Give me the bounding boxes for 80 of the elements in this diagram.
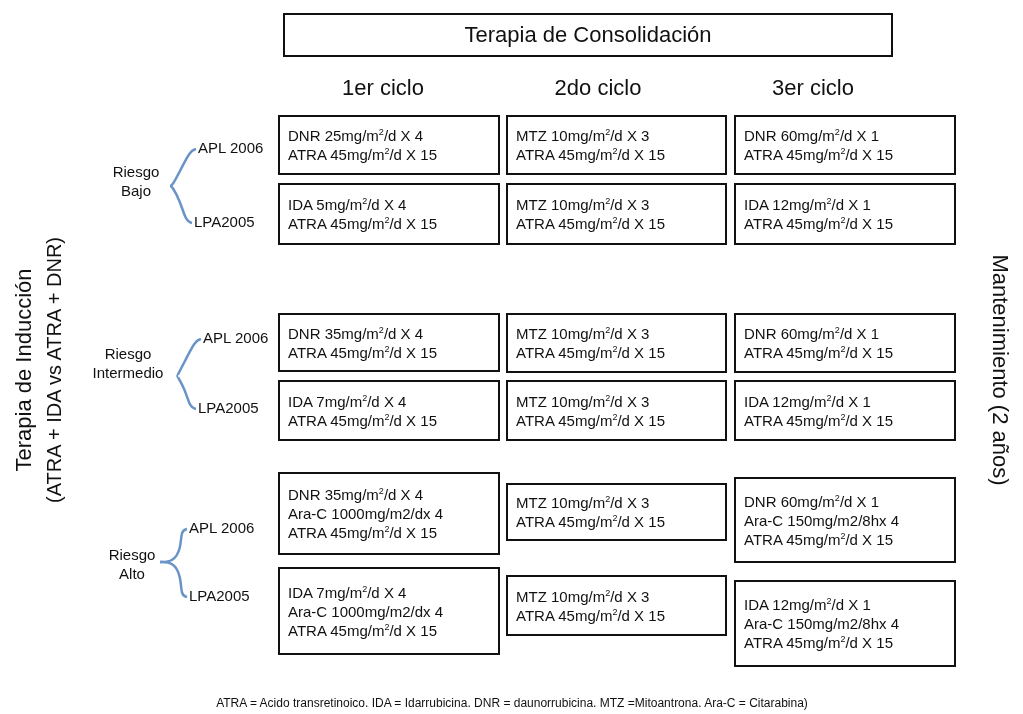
- dose-line: ATRA 45mg/m$^{2}$/d X 15: [516, 145, 666, 164]
- dose-line: MTZ 10mg/m$^{2}$/d X 3: [516, 324, 651, 343]
- dose-line: ATRA 45mg/m$^{2}$/d X 15: [288, 214, 438, 233]
- branch-line: [169, 147, 197, 188]
- regimen-box: [278, 380, 500, 441]
- vertical-heading: Mantenimiento (2 años): [987, 254, 1013, 486]
- dose-line: ATRA 45mg/m$^{2}$/d X 15: [744, 214, 894, 233]
- regimen-box: [506, 313, 727, 373]
- regimen-box: [506, 483, 727, 541]
- branch-line: [176, 337, 202, 378]
- dose-line: DNR 60mg/m$^{2}$/d X 1: [744, 324, 881, 343]
- dose-line: MTZ 10mg/m$^{2}$/d X 3: [516, 391, 651, 411]
- column-header: 2do ciclo: [554, 75, 642, 101]
- column-header: 1er ciclo: [342, 75, 424, 101]
- regimen-box: [734, 313, 956, 373]
- regimen-box: [278, 472, 500, 555]
- dose-line: MTZ 10mg/m$^{2}$/d X 3: [516, 586, 651, 606]
- branch-line: [169, 184, 193, 225]
- dose-line: ATRA 45mg/m$^{2}$/d X 15: [744, 529, 894, 549]
- protocol-label: LPA2005: [198, 398, 276, 420]
- dose-line: DNR 60mg/m$^{2}$/d X 1: [744, 126, 881, 145]
- dose-line: ATRA 45mg/m$^{2}$/d X 15: [744, 145, 894, 164]
- regimen-box: [506, 380, 727, 441]
- dose-line: IDA 7mg/m$^{2}$/d X 4: [288, 582, 408, 602]
- risk-label: Riesgo Alto: [104, 545, 160, 589]
- regimen-box: [506, 115, 727, 175]
- dose-line: MTZ 10mg/m$^{2}$/d X 3: [516, 195, 651, 214]
- dose-line: ATRA 45mg/m$^{2}$/d X 15: [744, 410, 894, 430]
- branch-line: [176, 374, 197, 411]
- dose-line: ATRA 45mg/m$^{2}$/d X 15: [744, 343, 894, 362]
- dose-line: ATRA 45mg/m$^{2}$/d X 15: [516, 214, 666, 233]
- dose-line: MTZ 10mg/m$^{2}$/d X 3: [516, 493, 651, 512]
- dose-line: IDA 12mg/m$^{2}$/d X 1: [744, 195, 872, 214]
- dose-line: ATRA 45mg/m$^{2}$/d X 15: [288, 523, 438, 542]
- protocol-label: LPA2005: [189, 586, 267, 608]
- dose-line: ATRA 45mg/m$^{2}$/d X 15: [516, 410, 666, 430]
- vertical-heading: Terapia de Inducción: [11, 268, 37, 472]
- regimen-box: [734, 183, 956, 245]
- dose-line: IDA 5mg/m$^{2}$/d X 4: [288, 195, 408, 214]
- vertical-heading: (ATRA + IDA vs ATRA + DNR): [42, 237, 66, 503]
- regimen-box: [506, 183, 727, 245]
- dose-line: ATRA 45mg/m$^{2}$/d X 15: [516, 605, 666, 625]
- dose-line: ATRA 45mg/m$^{2}$/d X 15: [516, 343, 666, 362]
- dose-line: ATRA 45mg/m$^{2}$/d X 15: [288, 410, 438, 430]
- dose-line: DNR 35mg/m$^{2}$/d X 4: [288, 485, 425, 504]
- regimen-box: [734, 580, 956, 667]
- column-header: 3er ciclo: [772, 75, 854, 101]
- dose-line: Ara-C 1000mg/m2/dx 4: [288, 504, 445, 523]
- dose-line: Ara-C 1000mg/m2/dx 4: [288, 601, 445, 621]
- caption: ATRA = Acido transretinoico. IDA = Idarrubicina. DNR = daunorrubicina. MTZ =Mitoantrona. Ara-C = Citarabina): [216, 696, 808, 710]
- regimen-box: [734, 477, 956, 563]
- regimen-box: [506, 575, 727, 636]
- dose-line: Ara-C 150mg/m2/8hx 4: [744, 510, 901, 530]
- dose-line: DNR 60mg/m$^{2}$/d X 1: [744, 491, 881, 511]
- dose-line: IDA 12mg/m$^{2}$/d X 1: [744, 595, 872, 614]
- protocol-label: APL 2006: [203, 328, 281, 350]
- title-box: Terapia de Consolidación: [283, 13, 893, 57]
- regimen-box: [734, 380, 956, 441]
- dose-line: DNR 25mg/m$^{2}$/d X 4: [288, 126, 425, 145]
- protocol-label: APL 2006: [198, 138, 276, 160]
- regimen-box: [278, 567, 500, 655]
- dose-line: ATRA 45mg/m$^{2}$/d X 15: [288, 620, 438, 640]
- dose-line: ATRA 45mg/m$^{2}$/d X 15: [516, 512, 666, 531]
- regimen-box: [734, 115, 956, 175]
- dose-line: ATRA 45mg/m$^{2}$/d X 15: [288, 145, 438, 164]
- regimen-box: [278, 115, 500, 175]
- risk-label: Riesgo Bajo: [102, 162, 170, 204]
- dose-line: ATRA 45mg/m$^{2}$/d X 15: [288, 342, 438, 362]
- branch-line: [160, 560, 188, 599]
- dose-line: DNR 35mg/m$^{2}$/d X 4: [288, 323, 425, 343]
- dose-line: Ara-C 150mg/m2/8hx 4: [744, 614, 901, 633]
- dose-line: MTZ 10mg/m$^{2}$/d X 3: [516, 126, 651, 145]
- protocol-label: APL 2006: [189, 518, 267, 540]
- protocol-label: LPA2005: [194, 212, 272, 234]
- dose-line: ATRA 45mg/m$^{2}$/d X 15: [744, 633, 894, 652]
- dose-line: IDA 7mg/m$^{2}$/d X 4: [288, 391, 408, 411]
- regimen-box: [278, 313, 500, 372]
- risk-label: Riesgo Intermedio: [78, 344, 178, 386]
- regimen-box: [278, 183, 500, 245]
- dose-line: IDA 12mg/m$^{2}$/d X 1: [744, 391, 872, 411]
